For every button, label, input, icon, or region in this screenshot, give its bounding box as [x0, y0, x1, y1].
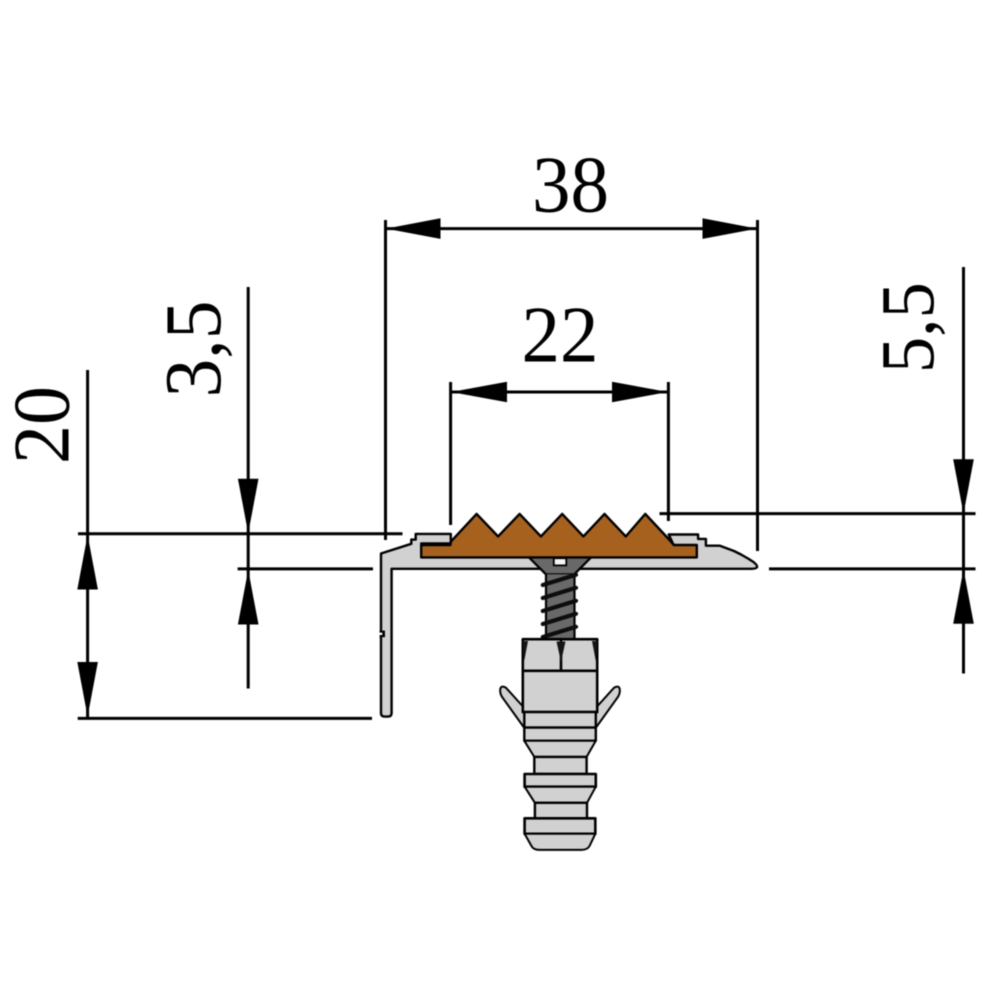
svg-text:22: 22 [522, 292, 599, 380]
svg-text:5,5: 5,5 [867, 282, 951, 373]
svg-text:20: 20 [0, 386, 87, 464]
svg-text:3,5: 3,5 [150, 301, 238, 398]
svg-text:38: 38 [532, 142, 609, 230]
